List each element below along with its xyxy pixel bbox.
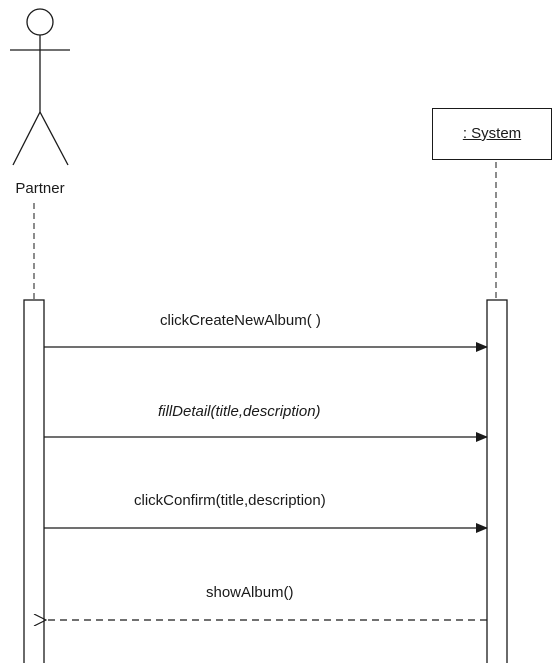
message-label-3: clickConfirm(title,description) bbox=[134, 492, 326, 509]
message-label-1: clickCreateNewAlbum( ) bbox=[160, 312, 321, 329]
system-object-name: : System bbox=[462, 125, 522, 142]
stick-figure-icon bbox=[10, 8, 70, 166]
message-label-2: fillDetail(title,description) bbox=[158, 403, 321, 420]
return-label-4: showAlbum() bbox=[206, 584, 294, 601]
system-object-box: : System bbox=[432, 108, 552, 160]
partner-activation-bar bbox=[23, 299, 45, 663]
actor-name: Partner bbox=[15, 180, 65, 197]
system-activation-bar bbox=[486, 299, 508, 663]
